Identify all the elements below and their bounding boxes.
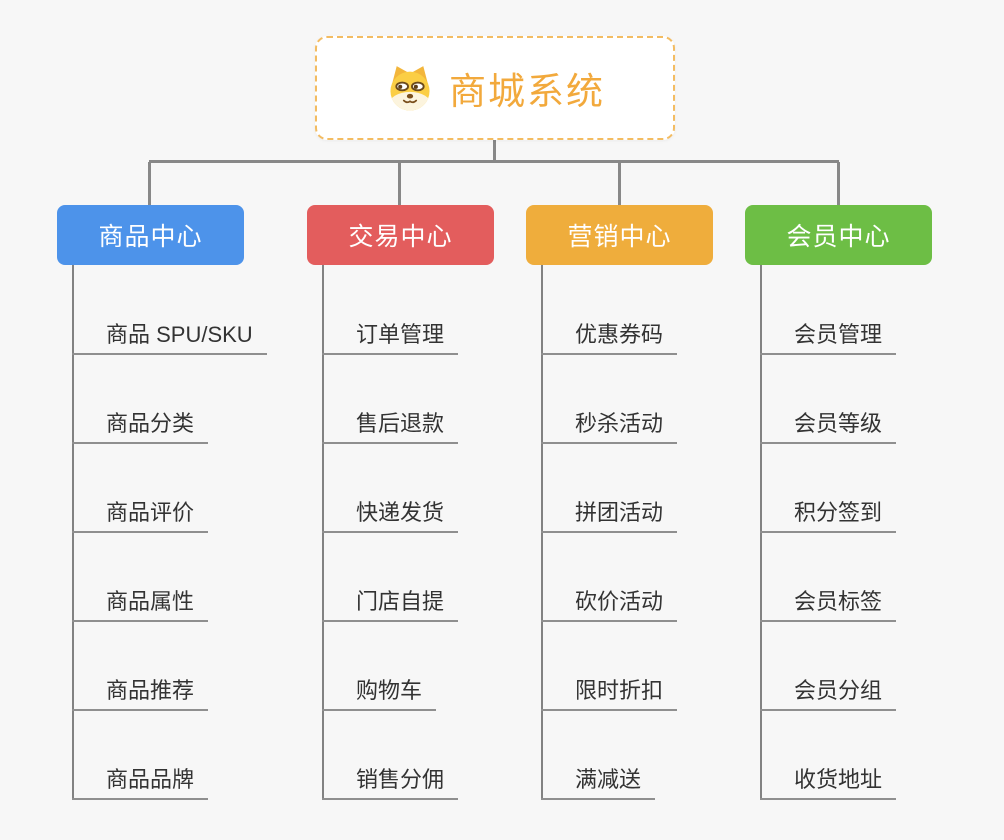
connector-drop [618,162,621,206]
leaf-node[interactable]: 快递发货 [322,495,459,533]
leaf-node[interactable]: 会员等级 [760,406,897,444]
connector-drop [148,162,151,206]
leaf-node[interactable]: 会员管理 [760,317,897,355]
leaf-node[interactable]: 商品 SPU/SKU [72,317,267,355]
connector-drop [837,162,840,206]
branch-node-member-center[interactable]: 会员中心 [745,205,932,265]
leaf-node[interactable]: 拼团活动 [541,495,678,533]
connector-root-stem [493,139,496,163]
root-node[interactable]: 商城系统 [315,36,675,140]
leaf-node[interactable]: 积分签到 [760,495,897,533]
leaf-node[interactable]: 商品品牌 [72,762,209,800]
branch-node-product-center[interactable]: 商品中心 [57,205,244,265]
leaf-node[interactable]: 砍价活动 [541,584,678,622]
leaf-node[interactable]: 商品推荐 [72,673,209,711]
leaf-node[interactable]: 购物车 [322,673,437,711]
leaf-node[interactable]: 收货地址 [760,762,897,800]
leaf-node[interactable]: 门店自提 [322,584,459,622]
leaf-node[interactable]: 限时折扣 [541,673,678,711]
leaf-node[interactable]: 商品评价 [72,495,209,533]
leaf-node[interactable]: 订单管理 [322,317,459,355]
leaf-node[interactable]: 销售分佣 [322,762,459,800]
leaf-node[interactable]: 商品属性 [72,584,209,622]
leaf-node[interactable]: 满减送 [541,762,656,800]
leaf-node[interactable]: 秒杀活动 [541,406,678,444]
connector-drop [398,162,401,206]
leaf-node[interactable]: 会员标签 [760,584,897,622]
leaf-node[interactable]: 优惠券码 [541,317,678,355]
branch-node-marketing-center[interactable]: 营销中心 [526,205,713,265]
leaf-node[interactable]: 会员分组 [760,673,897,711]
connector-bus [149,160,839,163]
root-label: 商城系统 [449,71,605,112]
dog-face-icon [385,63,435,113]
branch-node-trade-center[interactable]: 交易中心 [307,205,494,265]
leaf-node[interactable]: 商品分类 [72,406,209,444]
leaf-node[interactable]: 售后退款 [322,406,459,444]
